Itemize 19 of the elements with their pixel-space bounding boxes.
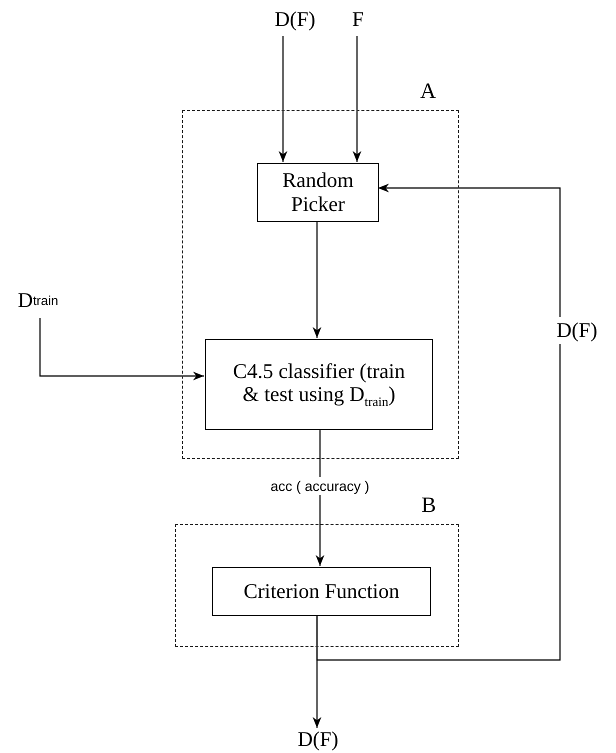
input-label: D(F) bbox=[288, 728, 348, 752]
edge-label: D(F) bbox=[554, 316, 600, 344]
group-heading: B bbox=[421, 493, 436, 518]
arrow bbox=[278, 36, 288, 162]
arrow bbox=[352, 36, 362, 162]
box-text: Random Picker bbox=[281, 169, 355, 216]
edge-label: acc ( accuracy ) bbox=[268, 477, 372, 495]
group-heading: A bbox=[420, 79, 436, 104]
input-label: F bbox=[348, 4, 368, 36]
arrow bbox=[312, 615, 322, 728]
arrow bbox=[316, 184, 561, 661]
process-box bbox=[212, 567, 431, 616]
process-box bbox=[257, 163, 379, 222]
arrow bbox=[39, 318, 204, 380]
box-text: Criterion Function bbox=[244, 580, 400, 604]
process-box bbox=[205, 339, 433, 430]
input-label: D(F) bbox=[266, 4, 324, 36]
arrow bbox=[312, 221, 322, 338]
box-text: C4.5 classifier (train & test using D$_{train}$) bbox=[232, 360, 406, 410]
